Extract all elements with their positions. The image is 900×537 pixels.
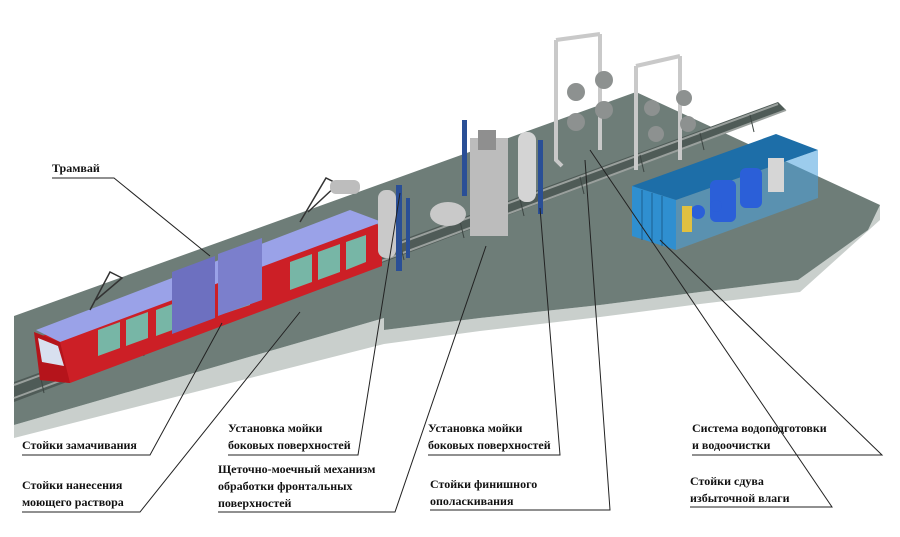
label-blow-dry: Стойки сдува избыточной влаги <box>690 473 790 507</box>
leader-final-rinse <box>430 159 611 511</box>
tram-joint-1 <box>172 256 215 334</box>
leader-wetting <box>22 322 223 456</box>
tram <box>34 177 382 383</box>
label-final-rinse-line-2: ополаскивания <box>430 494 514 508</box>
label-tram: Трамвай <box>52 160 100 177</box>
label-side-wash-2-line-1: Установка мойки <box>428 421 523 435</box>
label-side-wash-1-line-2: боковых поверхностей <box>228 438 351 452</box>
label-tram-text: Трамвай <box>52 161 100 175</box>
label-brush-front-line-3: поверхностей <box>218 496 292 510</box>
water-container <box>632 134 818 250</box>
tram-windshield <box>38 338 64 366</box>
wash-station-1 <box>330 180 410 271</box>
ground-top <box>14 92 880 425</box>
label-final-rinse-line-1: Стойки финишного <box>430 477 538 491</box>
label-brush-front: Щеточно-моечный механизм обработки фронт… <box>218 461 375 512</box>
label-side-wash-1: Установка мойки боковых поверхностей <box>228 420 351 454</box>
label-detergent-posts-line-1: Стойки нанесения <box>22 478 123 492</box>
label-side-wash-2: Установка мойки боковых поверхностей <box>428 420 551 454</box>
leader-side-wash-1 <box>228 192 401 456</box>
label-side-wash-1-line-1: Установка мойки <box>228 421 323 435</box>
leader-detergent <box>22 311 301 513</box>
leader-brush <box>218 245 487 513</box>
label-brush-front-line-2: обработки фронтальных <box>218 479 353 493</box>
label-final-rinse: Стойки финишного ополаскивания <box>430 476 537 510</box>
label-detergent-posts: Стойки нанесения моющего раствора <box>22 477 124 511</box>
pantograph-1 <box>89 271 124 311</box>
label-blow-dry-line-1: Стойки сдува <box>690 474 764 488</box>
leader-tram <box>52 177 211 257</box>
tram-joint-2 <box>218 238 262 316</box>
leader-side-wash-2 <box>428 207 561 456</box>
label-detergent-posts-line-2: моющего раствора <box>22 495 124 509</box>
label-brush-front-line-1: Щеточно-моечный механизм <box>218 462 376 476</box>
label-blow-dry-line-2: избыточной влаги <box>690 491 790 505</box>
label-wetting-posts: Стойки замачивания <box>22 437 137 454</box>
leader-lines <box>22 149 884 513</box>
label-wetting-posts-text: Стойки замачивания <box>22 438 137 452</box>
label-water-system-line-1: Система водоподготовки <box>692 421 827 435</box>
leader-blow-dry <box>589 149 833 508</box>
leader-water <box>659 239 884 456</box>
label-water-system-line-2: и водоочистки <box>692 438 771 452</box>
label-side-wash-2-line-2: боковых поверхностей <box>428 438 551 452</box>
pantograph-2 <box>299 177 340 223</box>
label-water-system: Система водоподготовки и водоочистки <box>692 420 827 454</box>
ground-side <box>14 205 880 438</box>
dryer-frames <box>554 32 682 170</box>
dryer-fans <box>567 71 696 142</box>
wash-station-2 <box>430 120 543 236</box>
